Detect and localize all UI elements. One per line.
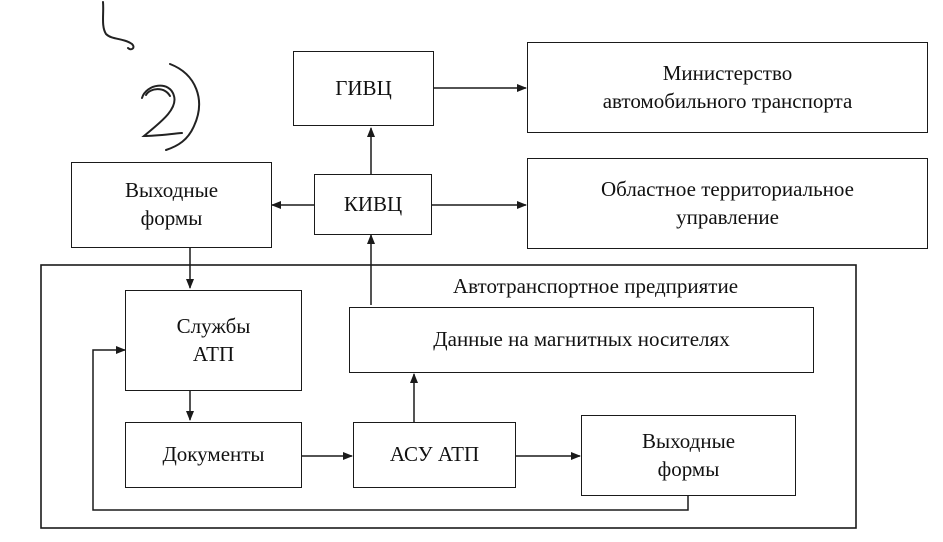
asu-box: АСУ АТП <box>353 422 516 488</box>
output-forms-top-label: Выходные формы <box>124 178 219 230</box>
kivc-label: КИВЦ <box>343 191 403 216</box>
regional-office-box: Областное территориальное управление <box>527 158 928 249</box>
magnetic-data-box: Данные на магнитных носителях <box>349 307 814 373</box>
magnetic-data-label: Данные на магнитных носителях <box>433 327 730 352</box>
feedback-loop-to-services <box>92 346 689 511</box>
ministry-box: Министерство автомобильного транспорта <box>527 42 928 133</box>
services-label: Службы АТП <box>176 313 251 366</box>
givc-box: ГИВЦ <box>293 51 434 126</box>
output-forms-bottom-box: Выходные формы <box>581 415 796 496</box>
documents-box: Документы <box>125 422 302 488</box>
output-forms-top-box: Выходные формы <box>71 162 272 248</box>
enterprise-frame <box>40 264 857 529</box>
output-forms-bottom-label: Выходные формы <box>641 428 736 481</box>
services-box: Службы АТП <box>125 290 302 391</box>
asu-label: АСУ АТП <box>389 442 480 467</box>
regional-office-label: Областное территориальное управление <box>601 176 854 229</box>
givc-label: ГИВЦ <box>335 75 392 100</box>
connectors <box>92 84 689 511</box>
ministry-label: Министерство автомобильного транспорта <box>602 60 853 113</box>
handwritten-mark <box>102 1 201 151</box>
enterprise-label: Автотранспортное предприятие <box>453 274 739 298</box>
kivc-box: КИВЦ <box>314 174 432 235</box>
documents-label: Документы <box>162 442 265 467</box>
